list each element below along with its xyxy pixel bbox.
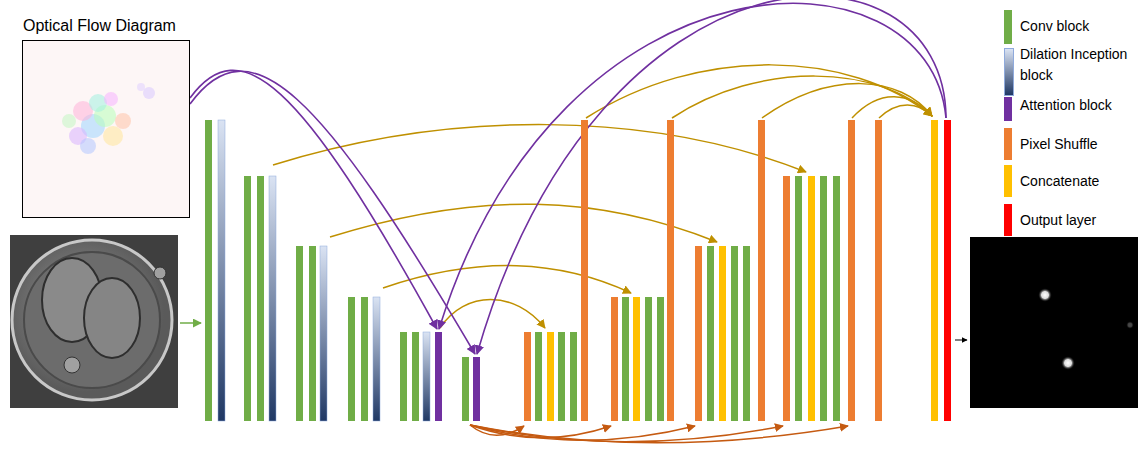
- legend-label: Pixel Shuffle: [1020, 134, 1136, 155]
- conv-bars: [205, 120, 840, 421]
- legend-label: Dilation Inception block: [1020, 44, 1136, 86]
- legend-swatch: [1004, 10, 1012, 44]
- attention-bars: [435, 332, 480, 421]
- optical-flow-image: [23, 41, 189, 217]
- legend-swatch: [1004, 97, 1012, 121]
- embryo-image: [10, 235, 178, 408]
- input-arrow: [180, 322, 201, 324]
- output-arrow: [955, 340, 967, 341]
- concatenate-bars: [547, 120, 938, 421]
- dilation-bars: [218, 120, 430, 421]
- legend-swatch: [1004, 48, 1014, 96]
- legend-label: Output layer: [1020, 210, 1136, 231]
- pixel-shuffle-bars: [524, 120, 882, 421]
- output-bar: [944, 120, 951, 421]
- legend-swatch: [1004, 165, 1012, 197]
- legend-label: Attention block: [1020, 95, 1136, 116]
- legend-label: Concatenate: [1020, 171, 1136, 192]
- legend-label: Conv block: [1020, 16, 1136, 37]
- image-box: Optical Flow Diagram: [22, 40, 190, 218]
- image-heading: Optical Flow Diagram: [23, 16, 176, 36]
- attention-connections: [190, 0, 946, 354]
- output-heatmap: [970, 237, 1138, 408]
- legend-swatch: [1004, 204, 1012, 236]
- legend-swatch: [1004, 128, 1012, 160]
- upsample-connections: [470, 425, 848, 443]
